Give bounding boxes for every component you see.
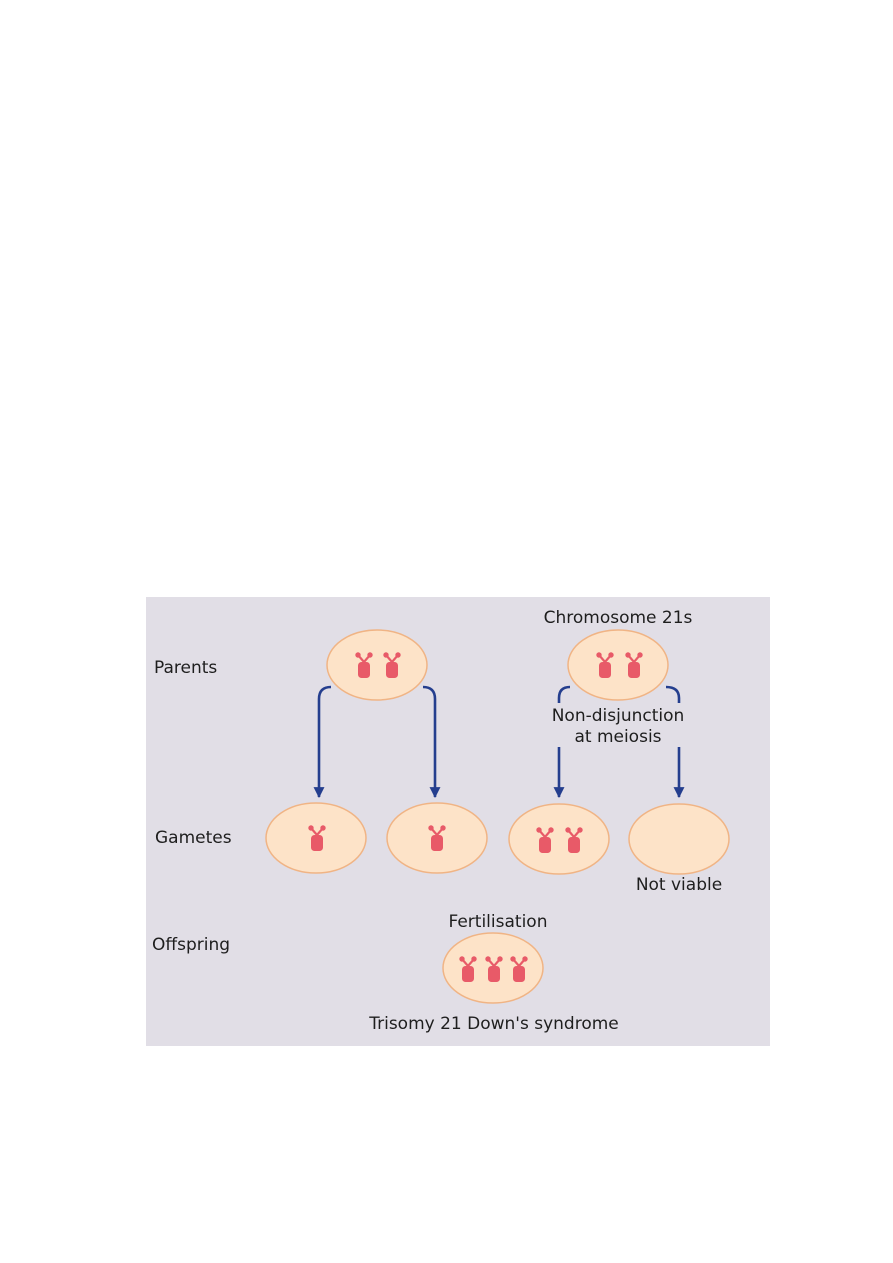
gamete-cell-disomic [509, 804, 609, 874]
fertilisation-label: Fertilisation [449, 912, 548, 932]
not-viable-label: Not viable [636, 875, 722, 895]
row-label-offspring: Offspring [152, 935, 230, 955]
chromosome-21s-label: Chromosome 21s [544, 608, 693, 628]
parent-cell-normal [327, 630, 427, 700]
gamete-cell-1 [266, 803, 366, 873]
offspring-cell-trisomy [443, 933, 543, 1003]
nondisjunction-label-line2: at meiosis [574, 727, 661, 747]
trisomy-label: Trisomy 21 Down's syndrome [368, 1014, 619, 1034]
nondisjunction-label-line1: Non-disjunction [552, 706, 685, 726]
gamete-cell-2 [387, 803, 487, 873]
gamete-cell-empty [629, 804, 729, 874]
nondisjunction-diagram: Parents Gametes Offspring Chromosome 21s… [146, 597, 770, 1046]
row-label-gametes: Gametes [155, 828, 232, 848]
parent-cell-nondisjunction [568, 630, 668, 700]
row-label-parents: Parents [154, 658, 217, 678]
